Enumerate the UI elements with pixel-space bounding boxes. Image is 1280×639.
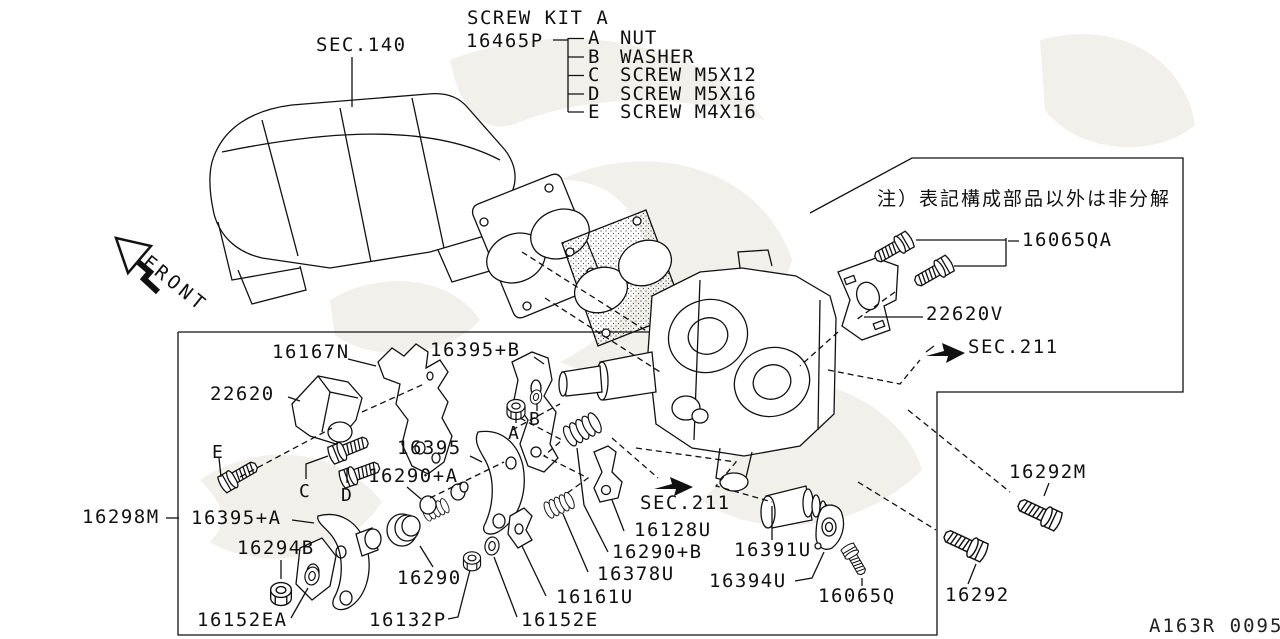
legend-name-c: SCREW M5X12	[620, 64, 757, 86]
legend-row-a: A NUT	[588, 29, 757, 48]
part-label-16152e: 16152E	[521, 609, 599, 631]
sec211-upper-label: SEC.211	[968, 336, 1059, 358]
legend-name-b: WASHER	[620, 45, 695, 68]
part-label-16132p: 16132P	[369, 609, 447, 631]
part-label-16065qa: 16065QA	[1022, 229, 1113, 251]
leader-lines	[166, 37, 1050, 620]
screw-kit-part-number: 16465P	[466, 30, 544, 52]
legend-name-e: SCREW M4X16	[620, 101, 757, 123]
sec211-lower-label: SEC.211	[640, 492, 731, 514]
callout-letter-a: A	[508, 423, 521, 444]
part-label-16152ea: 16152EA	[197, 609, 288, 631]
part-label-16065q: 16065Q	[818, 585, 896, 607]
front-arrow-icon	[114, 236, 161, 295]
intake-manifold-drawing	[209, 92, 516, 305]
arm-16395-drawing	[475, 430, 525, 535]
legend-row-e: E SCREW M4X16	[588, 103, 757, 122]
part-label-16395: 16395	[397, 437, 462, 459]
callout-letter-c: C	[299, 481, 312, 502]
legend-row-d: D SCREW M5X16	[588, 82, 757, 105]
sec140-label: SEC.140	[316, 34, 407, 56]
legend-name-d: SCREW M5X16	[620, 82, 757, 105]
legend-key-c: C	[588, 64, 601, 86]
part-label-16290: 16290	[397, 567, 462, 589]
tps-sensor-22620v-drawing	[837, 257, 899, 341]
part-label-16292: 16292	[945, 584, 1010, 606]
part-label-16394u: 16394U	[709, 570, 787, 592]
sensor-22620-drawing	[291, 375, 363, 445]
part-label-16298m: 16298M	[82, 506, 160, 528]
callout-letter-e: E	[212, 442, 225, 463]
bracket-16128u-drawing	[593, 445, 623, 503]
washer-16394u-drawing	[814, 504, 845, 550]
part-label-16292m: 16292M	[1009, 461, 1087, 483]
screw-kit-title: SCREW KIT A	[467, 7, 610, 29]
part-label-22620v: 22620V	[926, 303, 1004, 325]
part-label-16128u: 16128U	[634, 519, 712, 541]
legend-row-b: B WASHER	[588, 45, 757, 68]
legend-key-a: A	[588, 27, 601, 49]
part-label-22620: 22620	[210, 383, 275, 405]
part-label-16167n: 16167N	[272, 341, 350, 363]
throttle-chamber-drawing	[558, 249, 837, 492]
legend-key-b: B	[588, 45, 601, 68]
legend-key-e: E	[588, 101, 601, 123]
legend-row-c: C SCREW M5X12	[588, 66, 757, 85]
sec211-arrow-lower-icon	[654, 477, 693, 496]
part-label-16290a: 16290+A	[368, 465, 459, 487]
bracket-16161u-drawing	[507, 507, 533, 549]
part-label-16294b: 16294B	[237, 537, 315, 559]
drawing-code: A163R 0095	[1149, 615, 1280, 637]
part-label-16378u: 16378U	[597, 563, 675, 585]
bracket-16167n-drawing	[377, 343, 453, 475]
screws-right-drawing	[839, 493, 1065, 578]
enclosure-boxes	[177, 157, 1184, 636]
part-label-16391u: 16391U	[734, 539, 812, 561]
legend-name-a: NUT	[620, 27, 658, 49]
sec211-arrow-upper-icon	[926, 343, 965, 363]
part-label-16161u: 16161U	[556, 586, 634, 608]
callout-letter-d: D	[341, 485, 354, 506]
springs-and-small-parts-drawing	[269, 410, 605, 607]
legend-key-d: D	[588, 82, 601, 105]
note-japanese: 注）表記構成部品以外は非分解	[877, 188, 1172, 210]
callout-letter-b: B	[529, 409, 542, 430]
part-label-16395a: 16395+A	[191, 507, 282, 529]
dashed-assembly-lines	[239, 251, 1011, 531]
part-label-16395b: 16395+B	[430, 339, 521, 361]
part-label-16290b: 16290+B	[612, 541, 703, 563]
screw-kit-legend: A NUT B WASHER C SCREW M5X12 D SCREW M5X16 E…	[588, 29, 757, 122]
